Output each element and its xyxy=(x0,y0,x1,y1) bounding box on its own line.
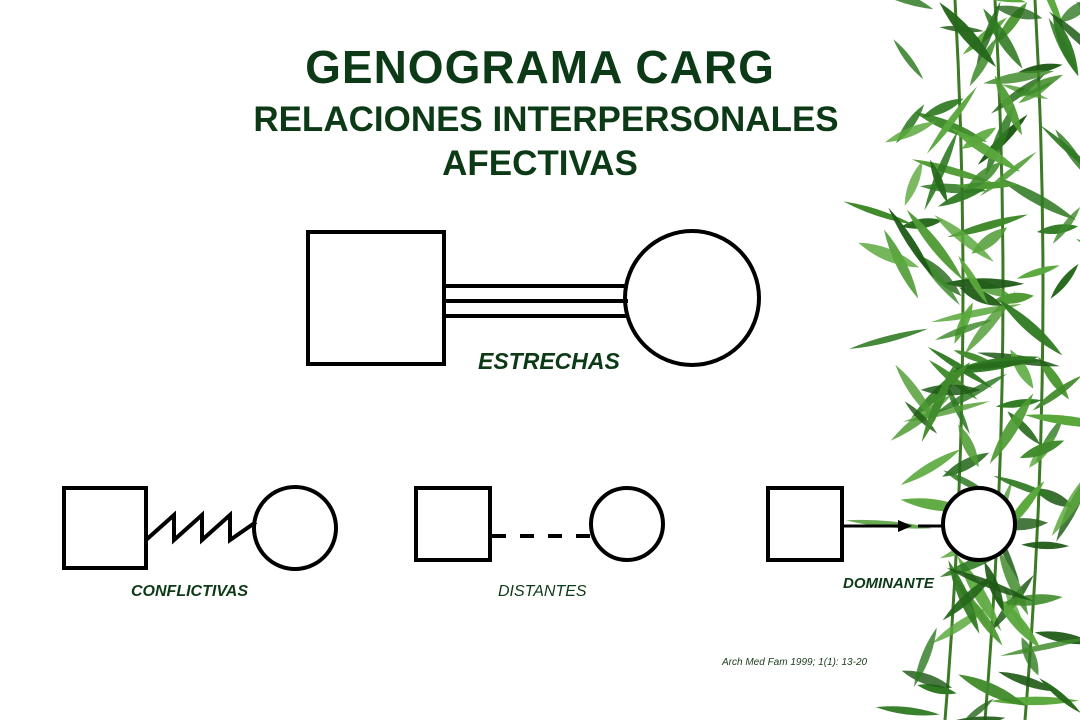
bamboo-leaf xyxy=(895,364,936,422)
bamboo-leaf xyxy=(1050,263,1079,299)
bamboo-leaf xyxy=(885,121,936,143)
bamboo-leaf xyxy=(964,291,1016,355)
bamboo-leaf xyxy=(983,8,1023,69)
bamboo-leaf xyxy=(994,5,1043,20)
citation-reference: Arch Med Fam 1999; 1(1): 13-20 xyxy=(722,657,868,668)
bamboo-leaf xyxy=(922,98,964,118)
bamboo-leaf xyxy=(858,0,934,10)
bamboo-leaf xyxy=(1039,678,1080,714)
bamboo-leaf xyxy=(901,670,953,688)
bamboo-leaf xyxy=(942,278,1025,289)
bamboo-leaf xyxy=(976,1,1001,66)
bamboo-leaf xyxy=(998,177,1077,221)
bamboo-leaf xyxy=(858,242,920,268)
bamboo-leaf xyxy=(893,39,924,80)
bamboo-leaf xyxy=(965,162,1002,191)
bamboo-leaf xyxy=(921,361,957,443)
bamboo-leaf xyxy=(946,567,1034,602)
bamboo-leaf xyxy=(1048,11,1080,67)
relation-estrechas xyxy=(306,229,761,367)
bamboo-leaf xyxy=(942,574,995,621)
label-dominante: DOMINANTE xyxy=(843,575,934,592)
bamboo-leaf xyxy=(920,384,981,396)
bamboo-leaf xyxy=(926,86,978,154)
bamboo-leaf xyxy=(888,207,934,278)
bamboo-leaf xyxy=(950,359,1045,370)
bamboo-leaf xyxy=(958,674,1027,706)
bamboo-leaf xyxy=(993,475,1058,500)
bamboo-leaf xyxy=(961,698,994,720)
relation-dominante xyxy=(766,486,1017,562)
bamboo-leaf xyxy=(998,671,1058,692)
male-square-dominant xyxy=(766,486,844,562)
bamboo-leaf xyxy=(1001,594,1063,606)
bamboo-leaf xyxy=(935,373,1007,414)
bamboo-leaf xyxy=(1052,207,1080,244)
label-conflictivas: CONFLICTIVAS xyxy=(131,583,249,600)
male-square-conflict xyxy=(62,486,148,570)
bamboo-leaf xyxy=(1032,375,1080,411)
label-distantes: DISTANTES xyxy=(498,583,587,600)
bamboo-leaf xyxy=(930,159,948,203)
bamboo-leaf xyxy=(1052,14,1079,76)
page-title: GENOGRAMA CARG xyxy=(305,41,775,93)
bamboo-leaf xyxy=(964,592,1003,646)
bamboo-leaf xyxy=(1024,414,1080,428)
conflict-zigzag-line xyxy=(144,510,258,545)
dominant-arrowhead xyxy=(898,520,912,532)
relation-conflictivas xyxy=(62,485,338,571)
bamboo-leaf xyxy=(900,449,961,486)
bamboo-leaf xyxy=(993,594,1041,649)
relation-distantes xyxy=(414,486,665,562)
bamboo-leaf xyxy=(994,75,1023,136)
bamboo-leaf xyxy=(906,209,963,280)
bamboo-leaf xyxy=(1019,440,1065,458)
bamboo-leaf xyxy=(904,160,923,206)
subtitle-line-1: RELACIONES INTERPERSONALES xyxy=(253,100,839,139)
bamboo-leaf xyxy=(999,299,1063,356)
bamboo-leaf xyxy=(1058,0,1080,23)
bamboo-leaf xyxy=(989,393,1034,464)
male-square-distant xyxy=(414,486,492,562)
bamboo-leaf xyxy=(934,319,993,340)
bamboo-leaf xyxy=(913,627,937,688)
bamboo-leaf xyxy=(934,215,994,262)
female-circle-conflict xyxy=(252,485,338,571)
bamboo-leaf xyxy=(875,706,940,716)
bamboo-leaf xyxy=(848,328,929,349)
bamboo-leaf xyxy=(924,130,958,211)
label-estrechas: ESTRECHAS xyxy=(478,348,620,374)
bamboo-leaf xyxy=(999,637,1080,656)
male-square-large xyxy=(306,230,446,366)
bamboo-leaf xyxy=(983,70,1055,85)
bamboo-leaf xyxy=(1021,637,1039,676)
bamboo-leaf xyxy=(917,684,957,695)
bamboo-leaf xyxy=(1035,0,1066,35)
female-circle-large xyxy=(623,229,761,367)
female-circle-dominant xyxy=(941,486,1017,562)
female-circle-distant xyxy=(589,486,665,562)
bamboo-leaf xyxy=(1018,63,1063,74)
bamboo-leaf xyxy=(993,292,1034,304)
bamboo-leaf xyxy=(958,424,979,468)
bamboo-leaf xyxy=(947,214,1028,238)
bamboo-leaf xyxy=(1021,541,1070,550)
bamboo-leaf xyxy=(1016,265,1060,279)
bamboo-leaf xyxy=(950,127,1021,172)
bamboo-leaf xyxy=(969,37,997,87)
bamboo-leaf xyxy=(1040,125,1080,178)
subtitle-line-2: AFECTIVAS xyxy=(442,144,638,183)
bamboo-leaf xyxy=(1051,459,1080,537)
bamboo-leaf xyxy=(958,255,989,306)
